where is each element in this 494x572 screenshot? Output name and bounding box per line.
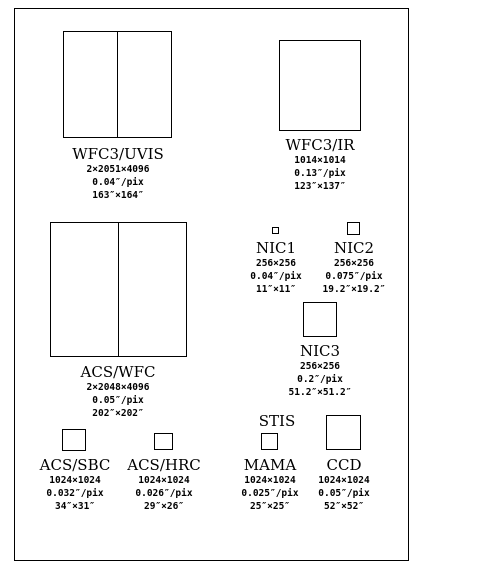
nic3-format: 256×256	[299, 361, 341, 372]
stis-ccd-label: CCD 1024×1024 0.05″/pix 52″×52″	[318, 457, 369, 513]
nic3-name: NIC3	[299, 342, 341, 360]
acs-hrc-name: ACS/HRC	[127, 456, 201, 474]
nic1-scale: 0.04″/pix	[250, 271, 302, 282]
wfc3-uvis-scale: 0.04″/pix	[92, 177, 144, 188]
nic1-name: NIC1	[255, 239, 297, 257]
stis-mama-fov: 25″×25″	[249, 501, 291, 512]
acs-wfc-chip-1	[50, 222, 119, 357]
wfc3-uvis-name: WFC3/UVIS	[72, 145, 164, 163]
wfc3-ir-format: 1014×1014	[294, 155, 346, 166]
acs-sbc-scale: 0.032″/pix	[46, 488, 104, 499]
acs-sbc-label: ACS/SBC 1024×1024 0.032″/pix 34″×31″	[40, 457, 111, 513]
stis-mama-scale: 0.025″/pix	[241, 488, 299, 499]
wfc3-uvis-chip-1	[63, 31, 118, 138]
acs-sbc-detector	[62, 429, 86, 451]
nic1-label: NIC1 256×256 0.04″/pix 11″×11″	[250, 240, 301, 296]
acs-hrc-format: 1024×1024	[138, 475, 190, 486]
stis-mama-name: MAMA	[243, 456, 297, 474]
stis-mama-label: MAMA 1024×1024 0.025″/pix 25″×25″	[241, 457, 298, 513]
nic2-label: NIC2 256×256 0.075″/pix 19.2″×19.2″	[323, 240, 386, 296]
wfc3-uvis-format: 2×2051×4096	[86, 164, 150, 175]
nic2-format: 256×256	[333, 258, 375, 269]
nic3-scale: 0.2″/pix	[297, 374, 343, 385]
stis-ccd-scale: 0.05″/pix	[318, 488, 370, 499]
nic3-detector	[303, 302, 337, 337]
nic2-scale: 0.075″/pix	[325, 271, 383, 282]
stis-group-label: STIS	[258, 412, 296, 430]
wfc3-ir-scale: 0.13″/pix	[294, 168, 346, 179]
stis-mama-detector	[261, 433, 278, 450]
acs-wfc-fov: 202″×202″	[92, 408, 144, 419]
stis-ccd-fov: 52″×52″	[323, 501, 365, 512]
wfc3-ir-name: WFC3/IR	[285, 136, 355, 154]
wfc3-ir-label: WFC3/IR 1014×1014 0.13″/pix 123″×137″	[285, 137, 354, 193]
acs-wfc-scale: 0.05″/pix	[92, 395, 144, 406]
acs-hrc-scale: 0.026″/pix	[135, 488, 193, 499]
acs-wfc-chip-2	[118, 222, 187, 357]
acs-sbc-fov: 34″×31″	[54, 501, 96, 512]
wfc3-uvis-label: WFC3/UVIS 2×2051×4096 0.04″/pix 163″×164…	[72, 146, 164, 202]
nic1-format: 256×256	[255, 258, 297, 269]
acs-hrc-detector	[154, 433, 173, 450]
wfc3-uvis-fov: 163″×164″	[92, 190, 144, 201]
stis-ccd-format: 1024×1024	[318, 475, 370, 486]
nic3-label: NIC3 256×256 0.2″/pix 51.2″×51.2″	[289, 343, 352, 399]
nic3-fov: 51.2″×51.2″	[288, 387, 352, 398]
nic2-fov: 19.2″×19.2″	[322, 284, 386, 295]
wfc3-uvis-chip-2	[117, 31, 172, 138]
acs-hrc-fov: 29″×26″	[143, 501, 185, 512]
nic1-detector	[272, 227, 279, 234]
nic1-fov: 11″×11″	[255, 284, 297, 295]
acs-wfc-label: ACS/WFC 2×2048×4096 0.05″/pix 202″×202″	[81, 364, 156, 420]
stis-ccd-detector	[326, 415, 361, 450]
nic2-name: NIC2	[333, 239, 375, 257]
wfc3-ir-fov: 123″×137″	[294, 181, 346, 192]
nic2-detector	[347, 222, 360, 235]
acs-wfc-format: 2×2048×4096	[86, 382, 150, 393]
acs-sbc-format: 1024×1024	[49, 475, 101, 486]
acs-wfc-name: ACS/WFC	[80, 363, 156, 381]
acs-hrc-label: ACS/HRC 1024×1024 0.026″/pix 29″×26″	[127, 457, 201, 513]
acs-sbc-name: ACS/SBC	[39, 456, 111, 474]
stis-ccd-name: CCD	[326, 456, 362, 474]
stis-mama-format: 1024×1024	[244, 475, 296, 486]
wfc3-ir-detector	[279, 40, 361, 131]
